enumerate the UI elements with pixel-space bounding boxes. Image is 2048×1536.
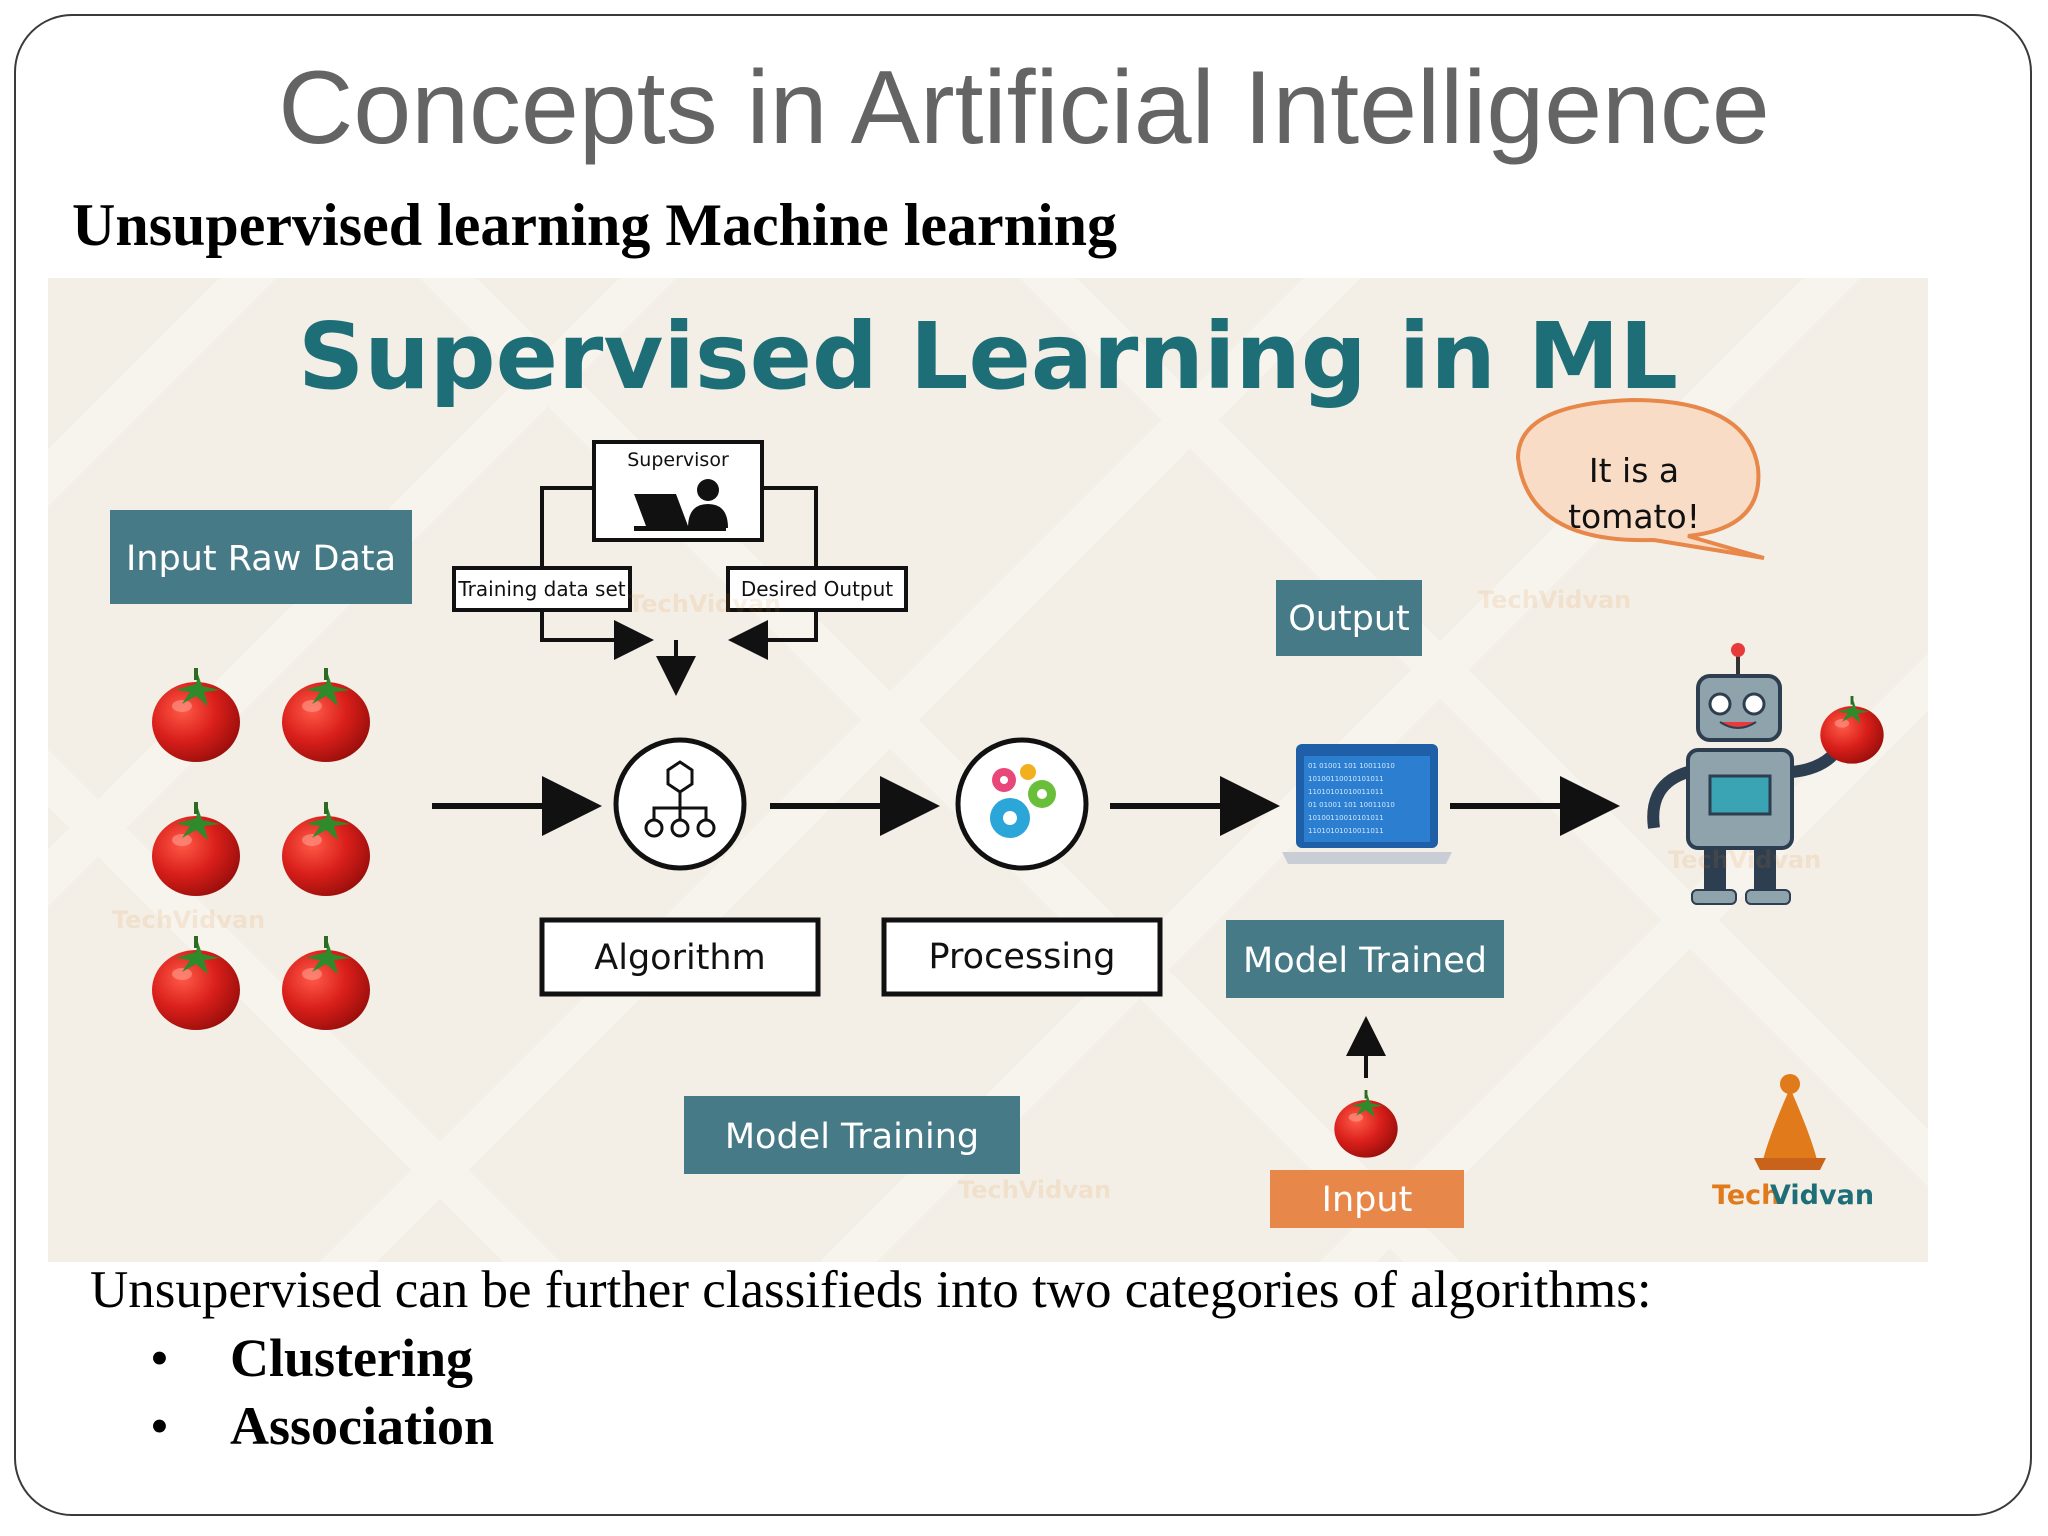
output-label: Output [1276,580,1422,656]
watermark-text: TechVidvan [1668,846,1821,874]
svg-text:01 01001 101 10011010: 01 01001 101 10011010 [1308,762,1395,770]
svg-text:01 01001 101 10011010: 01 01001 101 10011010 [1308,801,1395,809]
watermark-text: TechVidvan [112,906,265,934]
figure-heading: Supervised Learning in ML [298,303,1678,410]
watermark-text: TechVidvan [1478,586,1631,614]
svg-text:10100110010101011: 10100110010101011 [1308,814,1384,822]
svg-text:Vidvan: Vidvan [1770,1180,1874,1211]
slide-subtitle: Unsupervised learning Machine learning [72,192,1118,258]
body-text: Unsupervised can be further classifieds … [90,1261,1652,1319]
training-data-set-box: Training data set [452,566,632,612]
supervisor-box: Supervisor [592,440,764,542]
robot-icon [1647,643,1850,905]
techvidvan-logo: Tech Vidvan [1712,1074,1874,1211]
bullet-symbol: • [150,1328,169,1388]
svg-text:Output: Output [1288,599,1410,639]
processing-gears-icon [955,737,1089,871]
svg-text:11010101010011011: 11010101010011011 [1308,827,1384,835]
svg-text:Desired Output: Desired Output [741,577,893,601]
svg-text:Supervisor: Supervisor [627,449,729,471]
supervisor-loop [540,486,818,696]
supervisor-person-icon [634,479,728,531]
svg-text:Input: Input [1322,1180,1413,1220]
svg-text:Processing: Processing [929,937,1116,977]
watermark-text: TechVidvan [628,590,781,618]
svg-text:Tech: Tech [1712,1180,1780,1211]
input-label: Input [1270,1170,1464,1228]
svg-text:Input Raw Data: Input Raw Data [126,539,396,579]
desired-output-box: Desired Output [726,566,908,612]
bullet-label: Association [230,1396,495,1456]
model-training-label: Model Training [684,1096,1020,1174]
svg-text:tomato!: tomato! [1568,497,1700,536]
input-raw-data-label: Input Raw Data [110,510,412,604]
bullet-label: Clustering [230,1328,473,1388]
svg-text:11010101010011011: 11010101010011011 [1308,788,1384,796]
svg-text:Model Trained: Model Trained [1243,941,1487,981]
algorithm-box: Algorithm [539,917,821,997]
algorithm-hierarchy-icon [613,737,747,871]
svg-text:It is a: It is a [1589,451,1679,490]
model-trained-label: Model Trained [1226,920,1504,998]
processing-box: Processing [881,917,1163,997]
svg-text:Model Training: Model Training [725,1117,979,1157]
laptop-icon: 01 01001 101 10011010 10100110010101011 … [1282,744,1452,864]
svg-text:Training data set: Training data set [457,577,625,601]
slide-title: Concepts in Artificial Intelligence [278,50,1770,166]
svg-text:10100110010101011: 10100110010101011 [1308,775,1384,783]
supervised-learning-figure: Supervised Learning in ML Input Raw Data… [48,278,1928,1262]
watermark-text: TechVidvan [958,1176,1111,1204]
svg-text:Algorithm: Algorithm [594,938,765,978]
bullet-symbol: • [150,1396,169,1456]
speech-bubble: It is a tomato! [1515,397,1765,560]
bullet-item: • Association [150,1394,494,1458]
bullet-item: • Clustering [150,1326,473,1390]
